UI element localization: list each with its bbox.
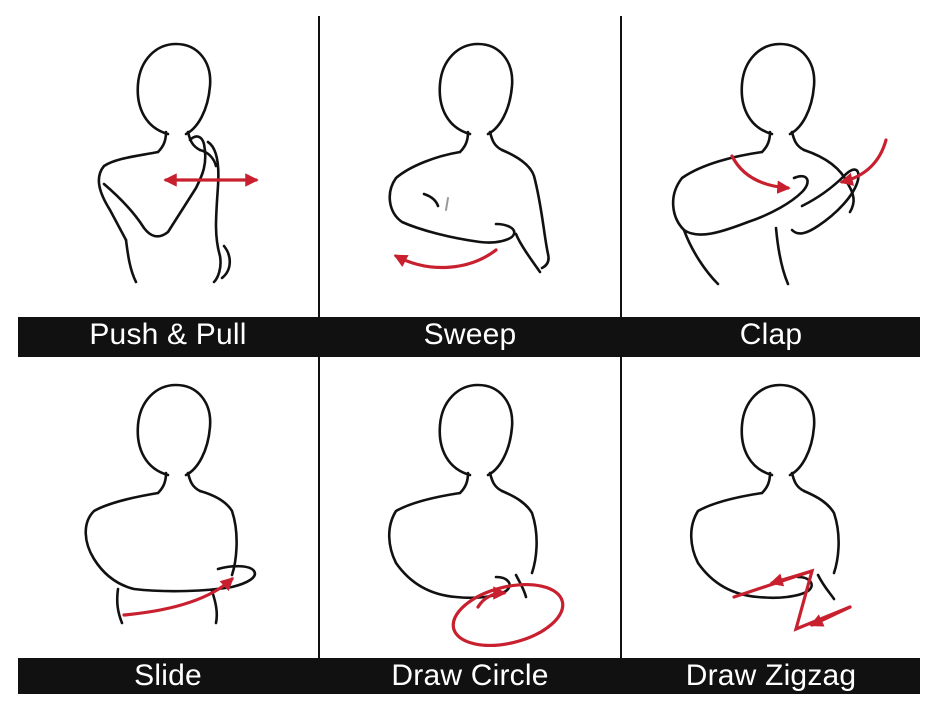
gesture-card-slide: Slide (18, 357, 318, 694)
gesture-label: Clap (622, 317, 920, 353)
sweep-gesture-icon (388, 42, 550, 274)
draw-zigzag-gesture-icon (689, 383, 852, 632)
push-pull-gesture-icon (97, 42, 259, 284)
gesture-card-push-pull: Push & Pull (18, 16, 318, 353)
gesture-label: Draw Circle (320, 658, 620, 694)
slide-gesture-icon (84, 383, 257, 625)
gesture-label: Push & Pull (18, 317, 318, 353)
gesture-card-sweep: Sweep (320, 16, 620, 353)
gesture-card-clap: Clap (622, 16, 920, 353)
gesture-label: Draw Zigzag (622, 658, 920, 694)
gesture-card-draw-zigzag: Draw Zigzag (622, 357, 920, 694)
gesture-grid: Push & Pull Sweep Clap (18, 16, 920, 694)
gesture-label: Sweep (320, 317, 620, 353)
draw-circle-gesture-icon (387, 383, 565, 647)
clap-gesture-icon (671, 42, 888, 286)
gesture-label: Slide (18, 658, 318, 694)
gesture-card-draw-circle: Draw Circle (320, 357, 620, 694)
